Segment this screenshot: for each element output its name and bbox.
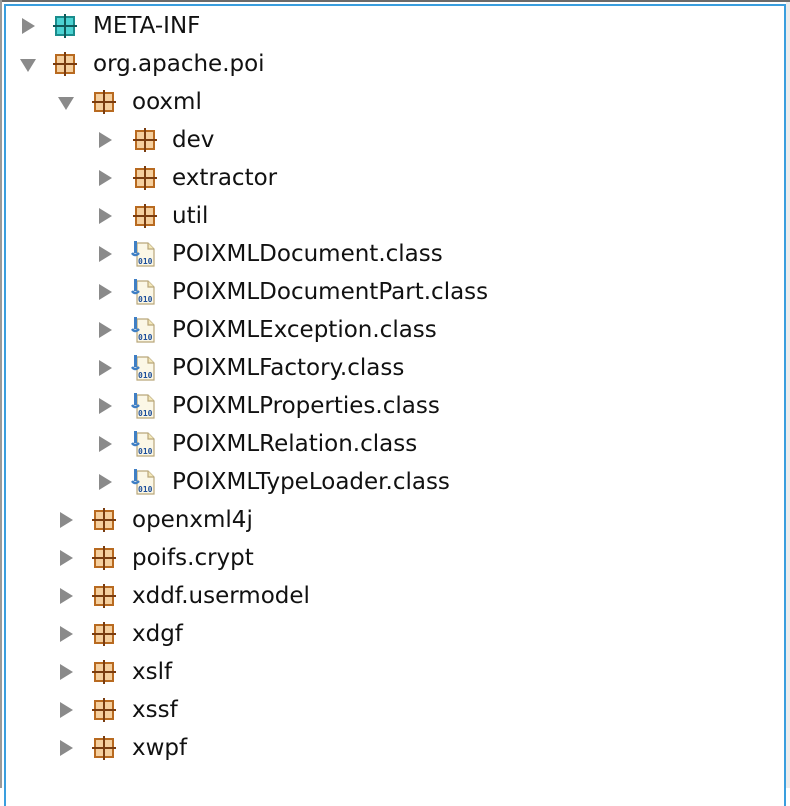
class-file-icon: 010	[131, 240, 157, 268]
tree-item[interactable]: 010 POIXMLDocumentPart.class	[0, 273, 780, 311]
tree-item-label: ooxml	[132, 89, 202, 115]
expand-arrow-closed-icon[interactable]	[99, 322, 118, 346]
tree-item[interactable]: xslf	[0, 653, 780, 691]
expand-arrow-closed-icon[interactable]	[99, 246, 118, 270]
expand-arrow-closed-icon[interactable]	[60, 512, 79, 536]
tree-item[interactable]: xssf	[0, 691, 780, 729]
tree-item-label: POIXMLException.class	[172, 317, 437, 343]
class-file-icon: 010	[131, 468, 157, 496]
package-icon	[133, 204, 157, 228]
tree-item-label: POIXMLProperties.class	[172, 393, 440, 419]
svg-text:010: 010	[138, 485, 153, 494]
tree-item-label: POIXMLDocumentPart.class	[172, 279, 489, 305]
package-icon	[133, 166, 157, 190]
tree-item[interactable]: 010 POIXMLTypeLoader.class	[0, 463, 780, 501]
package-teal-icon	[53, 14, 77, 38]
tree-item-label: xddf.usermodel	[132, 583, 310, 609]
expand-arrow-closed-icon[interactable]	[60, 550, 79, 574]
expand-arrow-closed-icon[interactable]	[99, 436, 118, 460]
window-left-border	[0, 0, 2, 788]
package-icon	[92, 508, 116, 532]
tree-item-label: POIXMLDocument.class	[172, 241, 443, 267]
scrollbar-gutter[interactable]	[786, 2, 790, 788]
tree-item[interactable]: ooxml	[0, 83, 780, 121]
package-icon	[92, 546, 116, 570]
tree-item-label: dev	[172, 127, 215, 153]
package-icon	[92, 584, 116, 608]
tree-item-label: xslf	[132, 659, 173, 685]
tree-item[interactable]: 010 POIXMLDocument.class	[0, 235, 780, 273]
package-icon	[92, 698, 116, 722]
svg-text:010: 010	[138, 371, 153, 380]
tree-item-label: POIXMLTypeLoader.class	[172, 469, 450, 495]
class-file-icon: 010	[131, 430, 157, 458]
tree-item[interactable]: poifs.crypt	[0, 539, 780, 577]
expand-arrow-closed-icon[interactable]	[60, 626, 79, 650]
tree-item[interactable]: 010 POIXMLFactory.class	[0, 349, 780, 387]
expand-arrow-closed-icon[interactable]	[60, 740, 79, 764]
tree-item[interactable]: org.apache.poi	[0, 45, 780, 83]
svg-text:010: 010	[138, 257, 153, 266]
expand-arrow-closed-icon[interactable]	[99, 132, 118, 156]
package-icon	[92, 660, 116, 684]
tree-item[interactable]: extractor	[0, 159, 780, 197]
class-file-icon: 010	[131, 278, 157, 306]
tree-item[interactable]: xdgf	[0, 615, 780, 653]
tree-item[interactable]: openxml4j	[0, 501, 780, 539]
window-top-border	[0, 0, 790, 2]
tree-item-label: POIXMLFactory.class	[172, 355, 405, 381]
tree-item[interactable]: dev	[0, 121, 780, 159]
svg-text:010: 010	[138, 295, 153, 304]
expand-arrow-closed-icon[interactable]	[99, 474, 118, 498]
svg-text:010: 010	[138, 447, 153, 456]
tree-item-label: openxml4j	[132, 507, 253, 533]
svg-text:010: 010	[138, 333, 153, 342]
expand-arrow-closed-icon[interactable]	[99, 360, 118, 384]
expand-arrow-closed-icon[interactable]	[99, 170, 118, 194]
tree-item-label: META-INF	[93, 13, 201, 39]
class-file-icon: 010	[131, 392, 157, 420]
tree-item-label: util	[172, 203, 209, 229]
expand-arrow-closed-icon[interactable]	[60, 588, 79, 612]
tree-item[interactable]: 010 POIXMLProperties.class	[0, 387, 780, 425]
package-icon	[53, 52, 77, 76]
svg-text:010: 010	[138, 409, 153, 418]
expand-arrow-closed-icon[interactable]	[60, 702, 79, 726]
class-file-icon: 010	[131, 316, 157, 344]
expand-arrow-closed-icon[interactable]	[99, 398, 118, 422]
package-icon	[92, 736, 116, 760]
package-icon	[133, 128, 157, 152]
tree-item[interactable]: util	[0, 197, 780, 235]
expand-arrow-closed-icon[interactable]	[60, 664, 79, 688]
tree-item-label: xwpf	[132, 735, 188, 761]
tree-item[interactable]: xwpf	[0, 729, 780, 767]
expand-arrow-closed-icon[interactable]	[99, 284, 118, 308]
expand-arrow-closed-icon[interactable]	[22, 18, 41, 42]
tree-item[interactable]: 010 POIXMLRelation.class	[0, 425, 780, 463]
tree-item-label: xssf	[132, 697, 178, 723]
expand-arrow-open-icon[interactable]	[20, 59, 41, 80]
package-icon	[92, 90, 116, 114]
tree-item[interactable]: xddf.usermodel	[0, 577, 780, 615]
tree-item-label: org.apache.poi	[93, 51, 265, 77]
expand-arrow-closed-icon[interactable]	[99, 208, 118, 232]
tree-item-label: POIXMLRelation.class	[172, 431, 418, 457]
tree-item-label: xdgf	[132, 621, 183, 647]
class-file-icon: 010	[131, 354, 157, 382]
tree-item-label: extractor	[172, 165, 278, 191]
package-icon	[92, 622, 116, 646]
expand-arrow-open-icon[interactable]	[58, 97, 79, 118]
tree-item[interactable]: 010 POIXMLException.class	[0, 311, 780, 349]
tree-item-label: poifs.crypt	[132, 545, 254, 571]
tree-item[interactable]: META-INF	[0, 7, 780, 45]
